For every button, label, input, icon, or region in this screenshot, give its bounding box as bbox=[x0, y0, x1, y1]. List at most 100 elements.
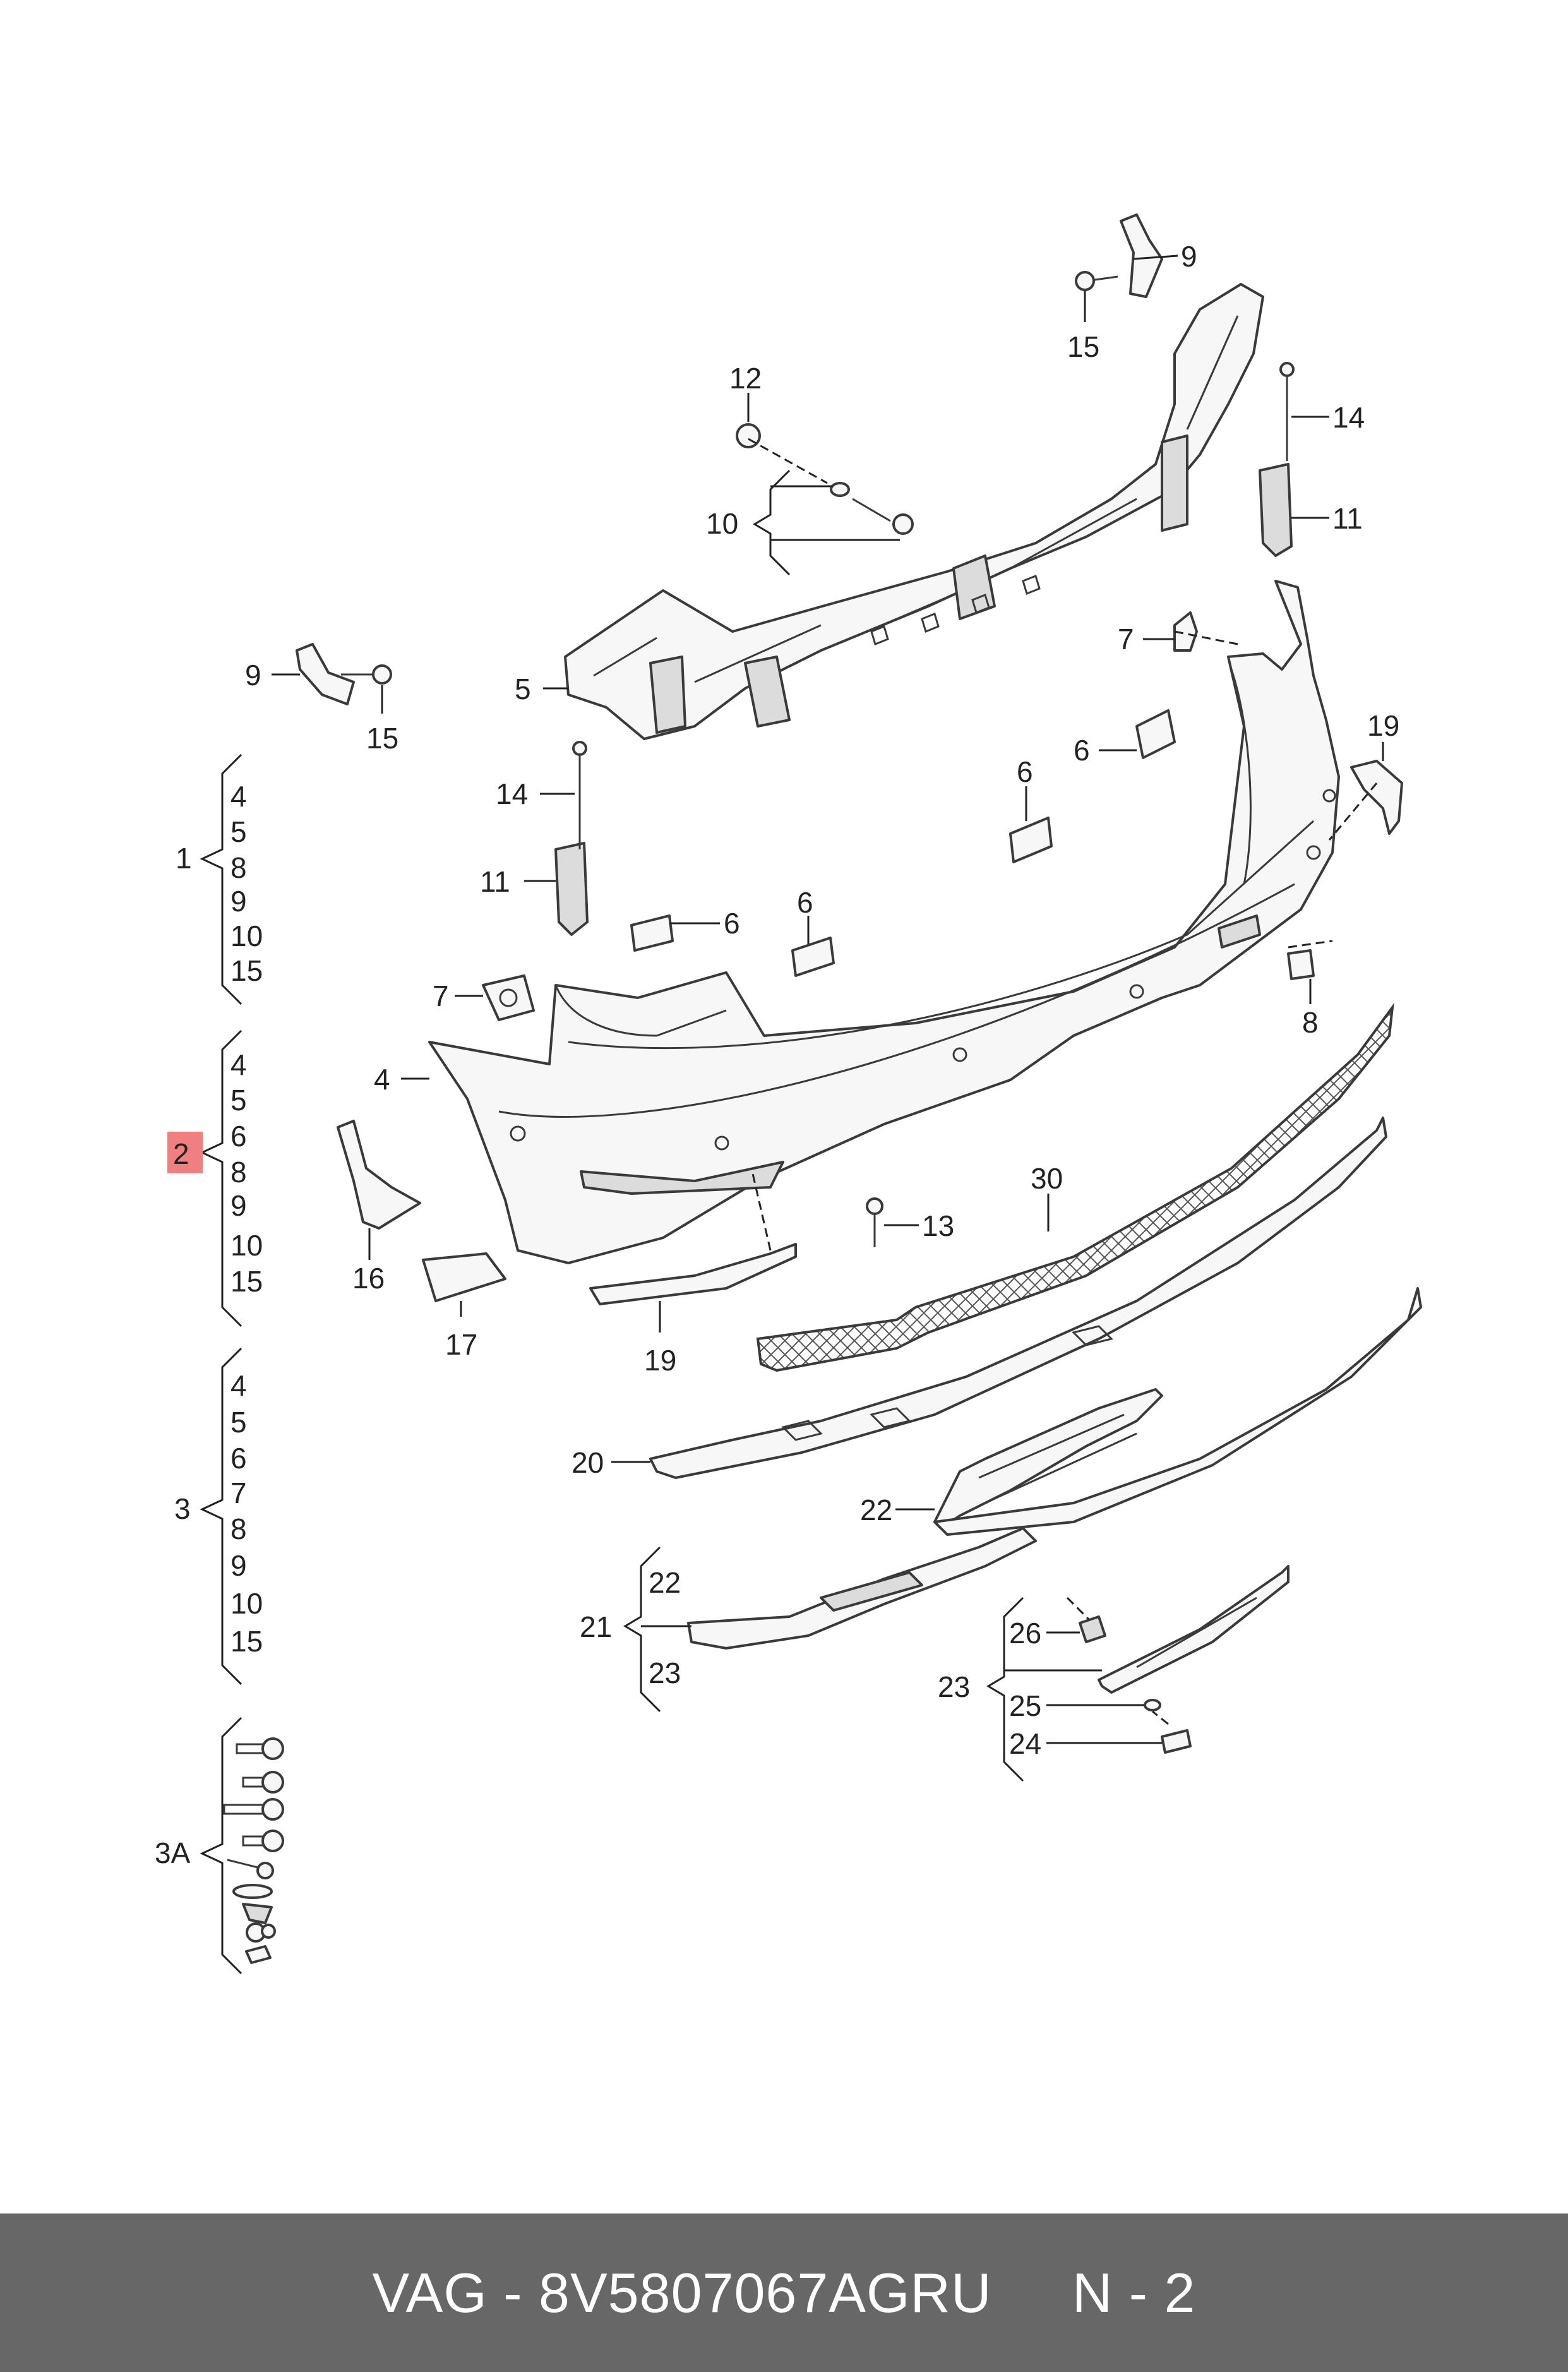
bolt-with-washer[interactable] bbox=[830, 482, 914, 535]
clip-6-d[interactable] bbox=[791, 937, 835, 977]
callout-23-b: 23 bbox=[938, 1670, 970, 1703]
callout-5: 5 bbox=[515, 673, 531, 705]
group-1-item: 8 bbox=[230, 851, 247, 884]
bolt-top[interactable] bbox=[1075, 271, 1118, 291]
callout-11-right: 11 bbox=[1332, 502, 1363, 535]
long-bolt-left[interactable] bbox=[572, 741, 587, 849]
group-3a-label: 3A bbox=[155, 1836, 191, 1869]
callout-21: 21 bbox=[580, 1610, 612, 1643]
bolt-icon bbox=[223, 1798, 284, 1821]
clip-7-left[interactable] bbox=[482, 974, 535, 1021]
support-bracket-left[interactable] bbox=[554, 842, 589, 936]
callout-6-d: 6 bbox=[797, 886, 813, 919]
group-1-item: 15 bbox=[230, 954, 263, 987]
bumper-cover[interactable] bbox=[428, 580, 1340, 1264]
callout-9-left: 9 bbox=[245, 659, 261, 692]
callout-7-right: 7 bbox=[1118, 623, 1134, 656]
callout-19-right: 19 bbox=[1367, 709, 1399, 742]
callout-13: 13 bbox=[922, 1209, 954, 1242]
group-2-item: 15 bbox=[230, 1265, 263, 1298]
group-2[interactable]: 2 4 5 6 8 9 10 15 bbox=[167, 1029, 263, 1327]
callout-17: 17 bbox=[445, 1328, 477, 1361]
bumper-carrier-bracket[interactable] bbox=[564, 283, 1264, 740]
bolt-icon bbox=[242, 1771, 284, 1794]
callout-14-left: 14 bbox=[496, 777, 528, 810]
group-2-item: 10 bbox=[230, 1229, 263, 1262]
assembly-lines bbox=[748, 438, 1378, 1725]
bolt-icon bbox=[242, 1830, 284, 1852]
group-2-item: 4 bbox=[230, 1048, 247, 1081]
clip-6-c[interactable] bbox=[630, 914, 674, 952]
group-2-item: 6 bbox=[230, 1120, 247, 1153]
nut[interactable] bbox=[736, 423, 761, 448]
clip-6-b[interactable] bbox=[1009, 817, 1053, 863]
bolt-icon bbox=[236, 1737, 284, 1760]
callout-15-top: 15 bbox=[1067, 330, 1099, 363]
callout-26: 26 bbox=[1009, 1617, 1041, 1650]
reflector-strip-lower[interactable] bbox=[589, 1243, 797, 1305]
washer-25[interactable] bbox=[1144, 1699, 1161, 1711]
group-3-item: 7 bbox=[230, 1477, 247, 1509]
callout-10: 10 bbox=[706, 507, 738, 540]
group-1-item: 4 bbox=[230, 780, 247, 813]
support-bracket-right[interactable] bbox=[1259, 463, 1293, 557]
long-bolt-right[interactable] bbox=[1279, 362, 1295, 461]
clip-7-right[interactable] bbox=[1173, 611, 1198, 652]
callout-4: 4 bbox=[374, 1063, 390, 1096]
screw-13[interactable] bbox=[866, 1197, 883, 1247]
washer-icon bbox=[232, 1884, 273, 1899]
callout-23-a: 23 bbox=[649, 1656, 681, 1689]
footer-bar: VAG - 8V5807067AGRU N - 2 bbox=[0, 2213, 1568, 2372]
callout-6-a: 6 bbox=[1074, 734, 1090, 767]
group-2-item: 8 bbox=[230, 1156, 247, 1189]
callout-12: 12 bbox=[729, 362, 762, 395]
mounting-clip-left[interactable] bbox=[296, 643, 355, 705]
callout-6-b: 6 bbox=[1017, 755, 1033, 788]
group-1[interactable]: 1 4 5 8 9 10 15 bbox=[176, 753, 263, 1005]
sensor-holder[interactable] bbox=[1287, 949, 1315, 980]
group-3-item: 10 bbox=[230, 1587, 263, 1620]
group-1-item: 5 bbox=[230, 815, 247, 848]
reflector-trim[interactable] bbox=[422, 1252, 506, 1302]
group-2-highlight bbox=[167, 1132, 203, 1173]
callout-22-b: 22 bbox=[649, 1566, 681, 1599]
trim-strip[interactable] bbox=[1098, 1565, 1290, 1694]
group-1-item: 9 bbox=[230, 885, 247, 918]
group-3-item: 5 bbox=[230, 1406, 247, 1439]
group-list: 1 4 5 8 9 10 15 2 4 5 6 8 9 10 15 3 4 5 … bbox=[155, 753, 284, 1975]
group-3[interactable]: 3 4 5 6 7 8 9 10 15 bbox=[174, 1347, 263, 1686]
reflector-right[interactable] bbox=[1350, 760, 1403, 835]
group-3-item: 8 bbox=[230, 1512, 247, 1545]
rivet-24[interactable] bbox=[1161, 1729, 1192, 1754]
lower-diffuser-assembly[interactable] bbox=[687, 1527, 1037, 1650]
footer-separator: - bbox=[503, 2261, 523, 2324]
callout-9-top: 9 bbox=[1181, 240, 1197, 273]
side-panel[interactable] bbox=[337, 1120, 421, 1230]
callout-25: 25 bbox=[1009, 1689, 1041, 1722]
exploded-parts-diagram: 1 4 5 8 9 10 15 2 4 5 6 8 9 10 15 3 4 5 … bbox=[155, 213, 1422, 1975]
footer-page: N - 2 bbox=[1072, 2261, 1196, 2324]
footer-part-number: 8V5807067AGRU bbox=[539, 2261, 992, 2324]
group-3-label: 3 bbox=[174, 1492, 191, 1525]
diffuser-trim[interactable] bbox=[649, 1117, 1387, 1479]
bolt-left[interactable] bbox=[341, 664, 392, 685]
footer-caption: VAG - 8V5807067AGRU N - 2 bbox=[373, 2261, 1196, 2325]
nut-icon bbox=[246, 1922, 276, 1943]
callout-19-lower: 19 bbox=[644, 1344, 676, 1377]
mesh-grille[interactable] bbox=[756, 1002, 1394, 1372]
clip-6-a[interactable] bbox=[1135, 709, 1176, 759]
group-3a[interactable]: 3A bbox=[155, 1716, 284, 1975]
callout-6-c: 6 bbox=[724, 907, 740, 940]
mounting-clip-top[interactable] bbox=[1120, 213, 1163, 298]
group-3-item: 6 bbox=[230, 1442, 247, 1475]
callout-7-left: 7 bbox=[433, 979, 449, 1012]
fastener-set-icons bbox=[223, 1737, 284, 1964]
callout-22-a: 22 bbox=[860, 1494, 892, 1526]
clip-26[interactable] bbox=[1079, 1615, 1106, 1643]
diffuser-center[interactable] bbox=[933, 1287, 1422, 1536]
clip-icon bbox=[242, 1903, 273, 1924]
callout-20: 20 bbox=[572, 1446, 604, 1479]
group-2-item: 5 bbox=[230, 1084, 247, 1117]
callout-15-left: 15 bbox=[366, 722, 398, 755]
group-3-item: 4 bbox=[230, 1369, 247, 1402]
